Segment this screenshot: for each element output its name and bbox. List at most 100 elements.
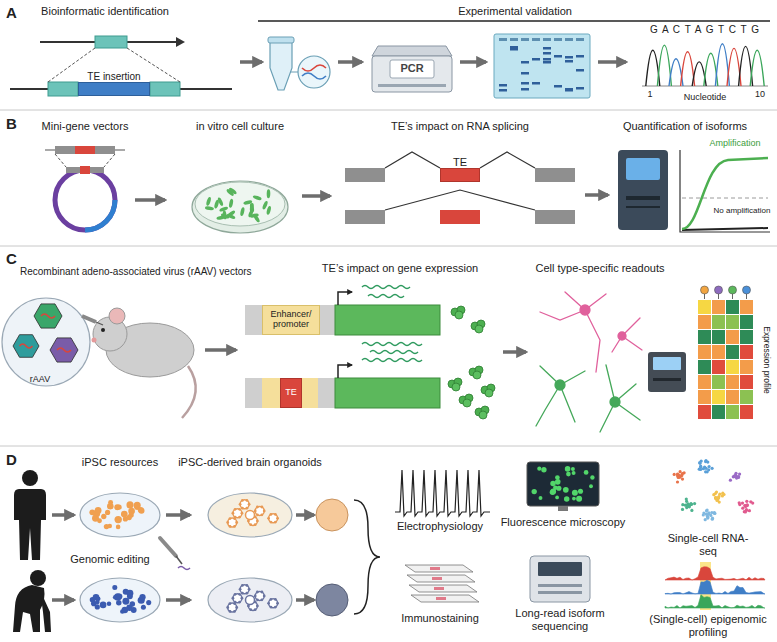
neuron: [555, 380, 565, 390]
neural-rosette: [270, 598, 273, 601]
fluorescent-cell: [532, 466, 595, 502]
node-text: TE insertion: [87, 71, 140, 82]
ipsc-colony: [97, 518, 102, 523]
splice-junction: [385, 152, 535, 168]
heatmap-cell: [740, 375, 753, 389]
tissue-section: [434, 587, 444, 590]
umap-point: [679, 470, 682, 473]
umap-point: [708, 465, 711, 468]
plasmid: [95, 146, 115, 154]
pcr-tube: [268, 37, 330, 90]
neural-rosette: [241, 592, 244, 595]
neural-rosette: [261, 591, 264, 594]
label: 10: [755, 89, 765, 100]
construct: [245, 305, 335, 335]
gel: [494, 34, 590, 98]
label: in vitro cell culture: [196, 120, 284, 133]
umap-point: [711, 518, 714, 521]
panel-letter: C: [6, 250, 17, 268]
umap-point: [702, 467, 705, 470]
neural-rosette: [229, 610, 232, 613]
tss-arrow: [338, 365, 352, 378]
long-read-sequencer: [538, 591, 582, 594]
neural-rosette: [232, 512, 235, 515]
neural-rosette: [239, 588, 242, 591]
umap-point: [711, 517, 714, 520]
neural-rosette: [263, 595, 266, 598]
umap-point: [711, 467, 714, 470]
neural-rosette: [234, 593, 237, 596]
neural-rosette: [263, 510, 266, 513]
fluorescent-cell: [532, 489, 537, 494]
fluorescent-cell: [589, 484, 593, 488]
ipsc-colony: [139, 594, 145, 600]
construct: [245, 305, 440, 408]
umap-point: [706, 516, 709, 519]
pcr-tube: [302, 73, 326, 79]
fluorescent-cell: [566, 472, 571, 477]
umap-point: [705, 467, 708, 470]
neural-rosette: [261, 598, 264, 601]
ipsc-colony: [130, 601, 136, 607]
step-arrow: [585, 193, 608, 197]
amplification-plot: [682, 198, 768, 199]
umap-point: [738, 473, 741, 476]
neural-rosette: [233, 525, 236, 528]
reference-genome: [40, 36, 185, 48]
brace: [354, 500, 380, 614]
heatmap-pin: [743, 286, 751, 294]
panel-divider: [0, 110, 777, 111]
label: iPSC resources: [82, 456, 158, 469]
panel-letter: A: [6, 4, 17, 22]
neural-rosette: [274, 521, 277, 524]
mouse: [109, 308, 125, 324]
neural-rosette: [248, 588, 251, 591]
ipsc-colony: [100, 602, 107, 609]
heatmap-cell: [726, 345, 739, 359]
neural-rosette: [261, 506, 264, 509]
ipsc-colony: [95, 507, 102, 514]
construct: [335, 378, 440, 408]
insertion-genome: [48, 48, 180, 82]
umap-point: [704, 459, 707, 462]
gel-band: [532, 58, 540, 61]
umap-point: [693, 502, 696, 505]
neural-rosette: [234, 601, 237, 604]
neural-rosette: [229, 517, 232, 520]
umap-point: [722, 493, 725, 496]
gel-band: [499, 84, 507, 87]
heatmap-cell: [698, 330, 711, 344]
ipsc-colony: [108, 524, 112, 528]
label: Recombinant adeno-associated virus (rAAV…: [20, 266, 252, 278]
stained-slide: [407, 575, 475, 582]
umap-point: [741, 502, 744, 505]
qpcr-machine: [626, 196, 660, 200]
fluorescent-cell: [576, 496, 582, 502]
cultured-cell: [205, 187, 272, 223]
raav-capsid: [13, 335, 39, 358]
umap-point: [744, 505, 747, 508]
insertion-genome: [10, 48, 232, 96]
gel-band: [565, 89, 573, 92]
construct-element: TE: [280, 378, 302, 408]
sequencer: [648, 352, 686, 392]
cultured-cell: [217, 197, 224, 207]
umap-point: [729, 479, 732, 482]
heatmap-cell: [726, 405, 739, 419]
neural-rosette: [270, 606, 273, 609]
umap-point: [738, 501, 741, 504]
culture-dish: [80, 493, 160, 537]
heatmap-cell: [712, 375, 725, 389]
gel-band: [554, 55, 562, 58]
transcript: [368, 295, 404, 298]
qpcr-machine: [618, 150, 668, 230]
label: Long-read isoform sequencing: [503, 607, 618, 633]
fluorescent-cell: [572, 471, 576, 475]
neural-rosette: [246, 507, 249, 510]
neural-rosette: [256, 591, 259, 594]
chimpanzee-silhouette: [30, 570, 46, 586]
protein: [463, 399, 471, 407]
label: Mini-gene vectors: [42, 120, 129, 133]
raav-genome: [20, 344, 33, 348]
